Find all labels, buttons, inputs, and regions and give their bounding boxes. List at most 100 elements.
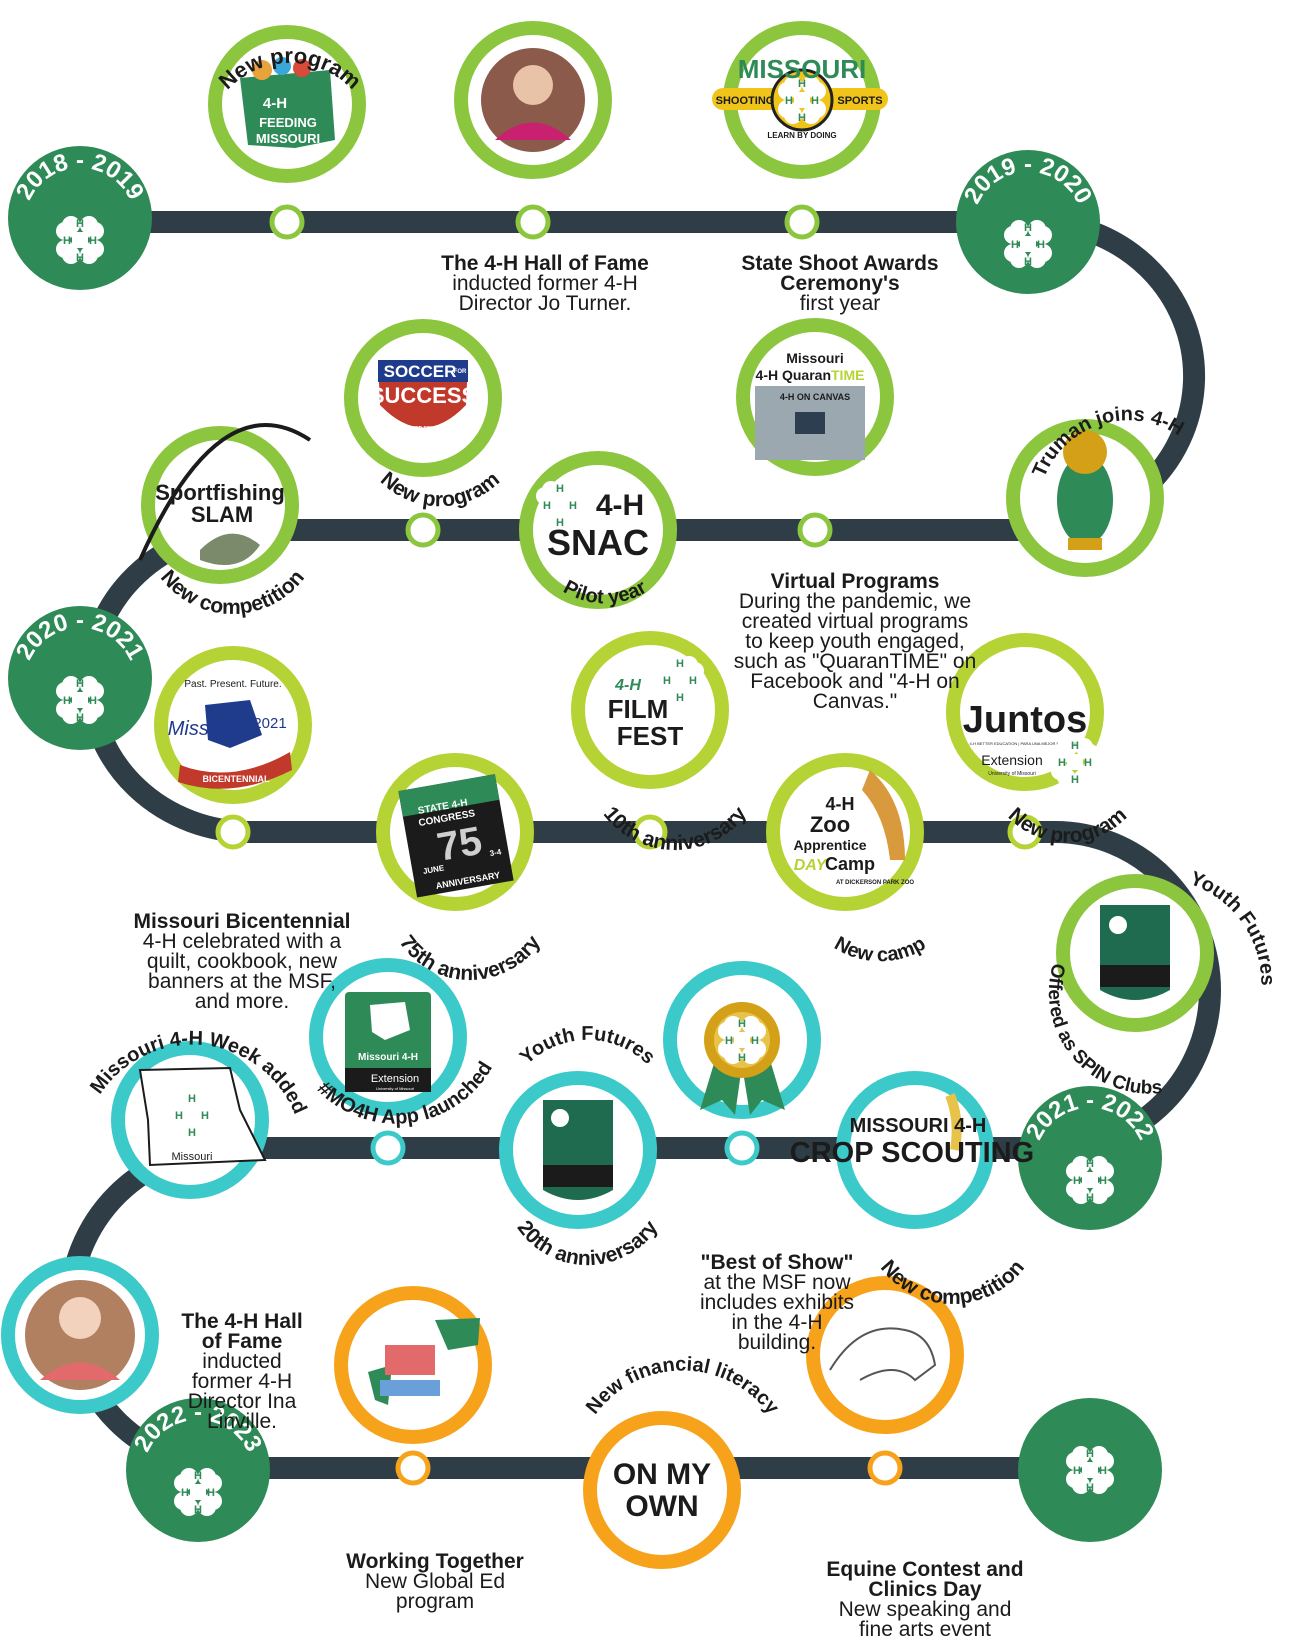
event-youth-futures (1056, 874, 1214, 1032)
clover-icon (168, 1091, 216, 1139)
event-equine (806, 1276, 964, 1434)
caption-working-together: Working Together New Global Ed program (320, 1551, 550, 1612)
food-icon (273, 57, 291, 75)
food-icon (293, 59, 311, 77)
event-global-ed (334, 1286, 492, 1444)
logo-text: Missouri (172, 1151, 213, 1163)
caption-title: Missouri Bicentennial (133, 910, 351, 933)
caption-best-of-show: "Best of Show" at the MSF now includes e… (672, 1251, 882, 1353)
timeline-node (395, 1450, 431, 1486)
caption-line: Canvas." (812, 690, 898, 713)
caption-line: During the pandemic, we (738, 590, 972, 613)
tablet-icon (380, 1380, 440, 1396)
caption-title: Clinics Day (868, 1578, 982, 1601)
portrait-shirt (495, 122, 571, 140)
caption-line: banners at the MSF, (148, 970, 336, 993)
timeline-node (797, 512, 833, 548)
logo-text: 4-H ON CANVAS (780, 392, 850, 402)
people-group-icon (385, 1345, 435, 1375)
logo-text: CROP SCOUTING (790, 1137, 1034, 1169)
caption-line: Linville. (206, 1410, 278, 1433)
timeline-node (515, 204, 551, 240)
logo-text: AT DICKERSON PARK ZOO (836, 880, 914, 886)
clover-icon (1066, 1156, 1114, 1204)
logo-text: 3-4 (489, 847, 502, 858)
logo-text: OWN (625, 1490, 698, 1523)
logo-text: 4-H (825, 794, 854, 814)
timeline-node (784, 204, 820, 240)
wheat-icon (945, 1093, 962, 1151)
clover-icon (174, 1468, 222, 1516)
caption-title: "Best of Show" (700, 1251, 854, 1274)
logo-text: Past. Present. Future. (184, 679, 281, 690)
truman-tiger-icon (1057, 455, 1113, 545)
caption-hall-of-fame-jo-turner: The 4-H Hall of Fame inducted former 4-H… (420, 253, 670, 314)
caption-line: first year (799, 292, 881, 315)
logo-text: SUCCESS (370, 383, 476, 408)
event-truman-mascot (1006, 419, 1164, 577)
clover-icon (1066, 1446, 1114, 1494)
moon-icon (551, 1109, 569, 1127)
logo-text: Missouri 4-H (358, 1052, 418, 1063)
event-hall-of-fame-ina-linville (1, 1256, 159, 1414)
year-badge-end (1018, 1398, 1162, 1542)
logo-text: FEST (617, 721, 684, 751)
clover-icon (1051, 738, 1099, 786)
skyline-icon (543, 1165, 613, 1187)
event-youth-futures-20th (499, 1071, 657, 1229)
caption-line: 4-H celebrated with a (142, 930, 342, 953)
logo-text: 4-H (614, 677, 641, 694)
caption-title: The 4-H Hall (181, 1310, 303, 1333)
world-map-icon (435, 1318, 480, 1350)
logo-text: Missouri (786, 350, 844, 366)
arc-label: New camp (831, 933, 930, 967)
caption-line: created virtual programs (741, 610, 969, 633)
caption-line: fine arts event (859, 1618, 991, 1641)
logo-text: FEEDING (259, 115, 317, 130)
logo-text: JUNE (422, 863, 445, 876)
logo-text: 4-H BETTER EDUCATION | PARA UNA MEJOR ED… (970, 741, 1081, 746)
moon-icon (1109, 916, 1127, 934)
clover-icon (718, 1016, 766, 1064)
logo-text: SHOOTING (716, 95, 775, 107)
year-badge: 2021 - 2022 (1018, 1086, 1162, 1230)
caption-line: New Global Ed (364, 1570, 506, 1593)
caption-line: inducted (202, 1350, 282, 1373)
fish-icon (200, 533, 260, 565)
logo-text: Sportfishing (155, 480, 285, 505)
logo-text: University of Missouri (376, 1086, 414, 1091)
clover-icon (56, 676, 104, 724)
caption-title: Equine Contest and (826, 1558, 1024, 1581)
missouri-shape-icon (240, 70, 335, 148)
timeline-node (1007, 814, 1043, 850)
ribbon-banner (178, 752, 292, 789)
logo-text: ON MY (613, 1458, 711, 1491)
caption-title: Ceremony's (780, 272, 900, 295)
logo-text: Missouri (168, 718, 243, 740)
logo-text: BICENTENNIAL (203, 774, 271, 784)
arc-label: Youth Futures (516, 1023, 659, 1069)
logo-text: DAY (794, 857, 828, 874)
timeline-node (405, 512, 441, 548)
logo-text: Extension (981, 752, 1042, 768)
logo-text: Juntos (963, 699, 1088, 741)
portrait-face (59, 1297, 101, 1339)
giraffe-icon (862, 770, 905, 860)
year-badge: 2020 - 2021 (8, 606, 152, 750)
caption-hall-of-fame-ina-linville: The 4-H Hall of Fame inducted former 4-H… (162, 1310, 322, 1433)
logo-text: FOR (454, 369, 467, 375)
logo-text: U.S. SOCCER FOUNDATION (390, 426, 457, 432)
caption-line: in the 4-H (731, 1311, 823, 1334)
logo-banner (378, 360, 468, 382)
